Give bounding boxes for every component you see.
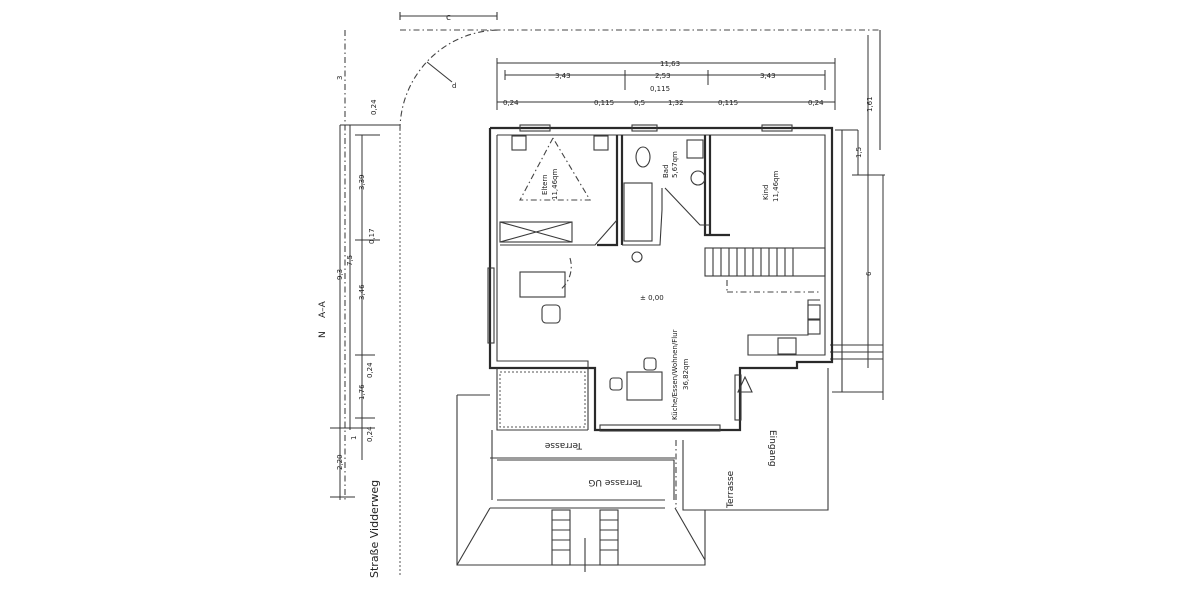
terraces: Terrasse Terrasse UG Terrasse	[456, 368, 829, 572]
room-name-eltern: Eltern	[541, 174, 549, 195]
dim-top-overall: 11,63	[660, 60, 680, 68]
room-area-eltern: 11,46qm	[551, 169, 559, 200]
entrance-triangle-icon	[737, 375, 753, 393]
street-label: Straße Vidderweg	[368, 480, 381, 578]
terrace-upper-label: Terrasse	[544, 440, 583, 450]
dim-right-161: 1,61	[866, 96, 874, 112]
right-boundary	[832, 130, 883, 393]
staircase	[704, 247, 826, 293]
room-kind: Kind 11,46qm	[762, 171, 780, 202]
stove-icon	[777, 337, 797, 355]
dim-left-overall: 9,3	[336, 269, 344, 280]
dim-left-024c: 0,24	[366, 426, 374, 442]
dim-left-176: 1,76	[358, 384, 366, 400]
room-name-kind: Kind	[762, 185, 770, 200]
room-wohnen: ± 0,00 Küche/Essen/Wohnen/Flur 36,82qm	[519, 251, 690, 420]
room-name-wohnen: Küche/Essen/Wohnen/Flur	[671, 329, 679, 420]
kitchen-counter	[747, 299, 821, 356]
top-dimensions: 11,63 3,43 2,53 3,43 0,115 0,24 0,115 0,…	[496, 58, 836, 110]
room-area-kind: 11,46qm	[772, 171, 780, 202]
dim-top-sub-f: 0,24	[808, 99, 824, 107]
dim-left-1: 1	[350, 436, 358, 440]
property-boundary: c d	[344, 12, 881, 575]
setback-label: c	[446, 13, 451, 23]
dim-left-346: 3,46	[358, 284, 366, 300]
toilet-icon	[635, 146, 651, 168]
room-bad: Bad 5,67qm	[623, 139, 706, 242]
dim-top-mid-note: 0,115	[650, 85, 670, 93]
room-name-bad: Bad	[662, 164, 670, 178]
dim-top-seg3: 3,43	[760, 72, 776, 80]
interior-walls	[500, 135, 730, 247]
bathtub-icon	[623, 182, 653, 242]
dining-table-icon	[626, 371, 663, 401]
section-label: A–A	[318, 300, 328, 318]
dim-right-6: 6	[865, 271, 873, 276]
dim-top-sub-c: 0,5	[634, 99, 645, 107]
dim-left-024b: 0,24	[366, 362, 374, 378]
level-mark: ± 0,00	[640, 294, 664, 302]
dim-left-339: 3,39	[358, 174, 366, 190]
dim-left-220: 2,20	[336, 454, 344, 470]
dim-top-seg2: 2,53	[655, 72, 671, 80]
door-swing-label: d	[452, 82, 456, 90]
desk-icon	[519, 271, 566, 298]
left-dimensions: 0,24 3,39 0,17 3,46 7,5 9,3 0,24 1,76 0,…	[318, 76, 400, 578]
north-label: N	[318, 331, 328, 338]
sink-icon	[690, 170, 706, 186]
dim-left-75: 7,5	[346, 255, 354, 266]
dim-left-top-short: 3	[336, 76, 344, 80]
dim-right-15: 1,5	[855, 147, 863, 158]
dim-left-017: 0,17	[368, 228, 376, 244]
dim-top-sub-a: 0,24	[503, 99, 519, 107]
dim-top-sub-b: 0,115	[594, 99, 614, 107]
dim-top-sub-e: 0,115	[718, 99, 738, 107]
dim-top-sub-d: 1,32	[668, 99, 684, 107]
right-dimensions: 1,61 1,5 6	[830, 35, 885, 400]
terrace-side-label: Terrasse	[726, 470, 736, 509]
room-eltern: Eltern 11,46qm	[499, 135, 609, 243]
terrace-ug-label: Terrasse UG	[588, 477, 643, 487]
dim-left-024a: 0,24	[370, 99, 378, 115]
dim-top-seg1: 3,43	[555, 72, 571, 80]
chair-icon	[541, 304, 561, 324]
entrance-label: Eingang	[767, 430, 777, 467]
room-area-wohnen: 36,82qm	[682, 359, 690, 390]
entrance: Eingang	[737, 375, 777, 467]
house-walls	[487, 124, 834, 432]
room-area-bad: 5,67qm	[671, 151, 679, 178]
